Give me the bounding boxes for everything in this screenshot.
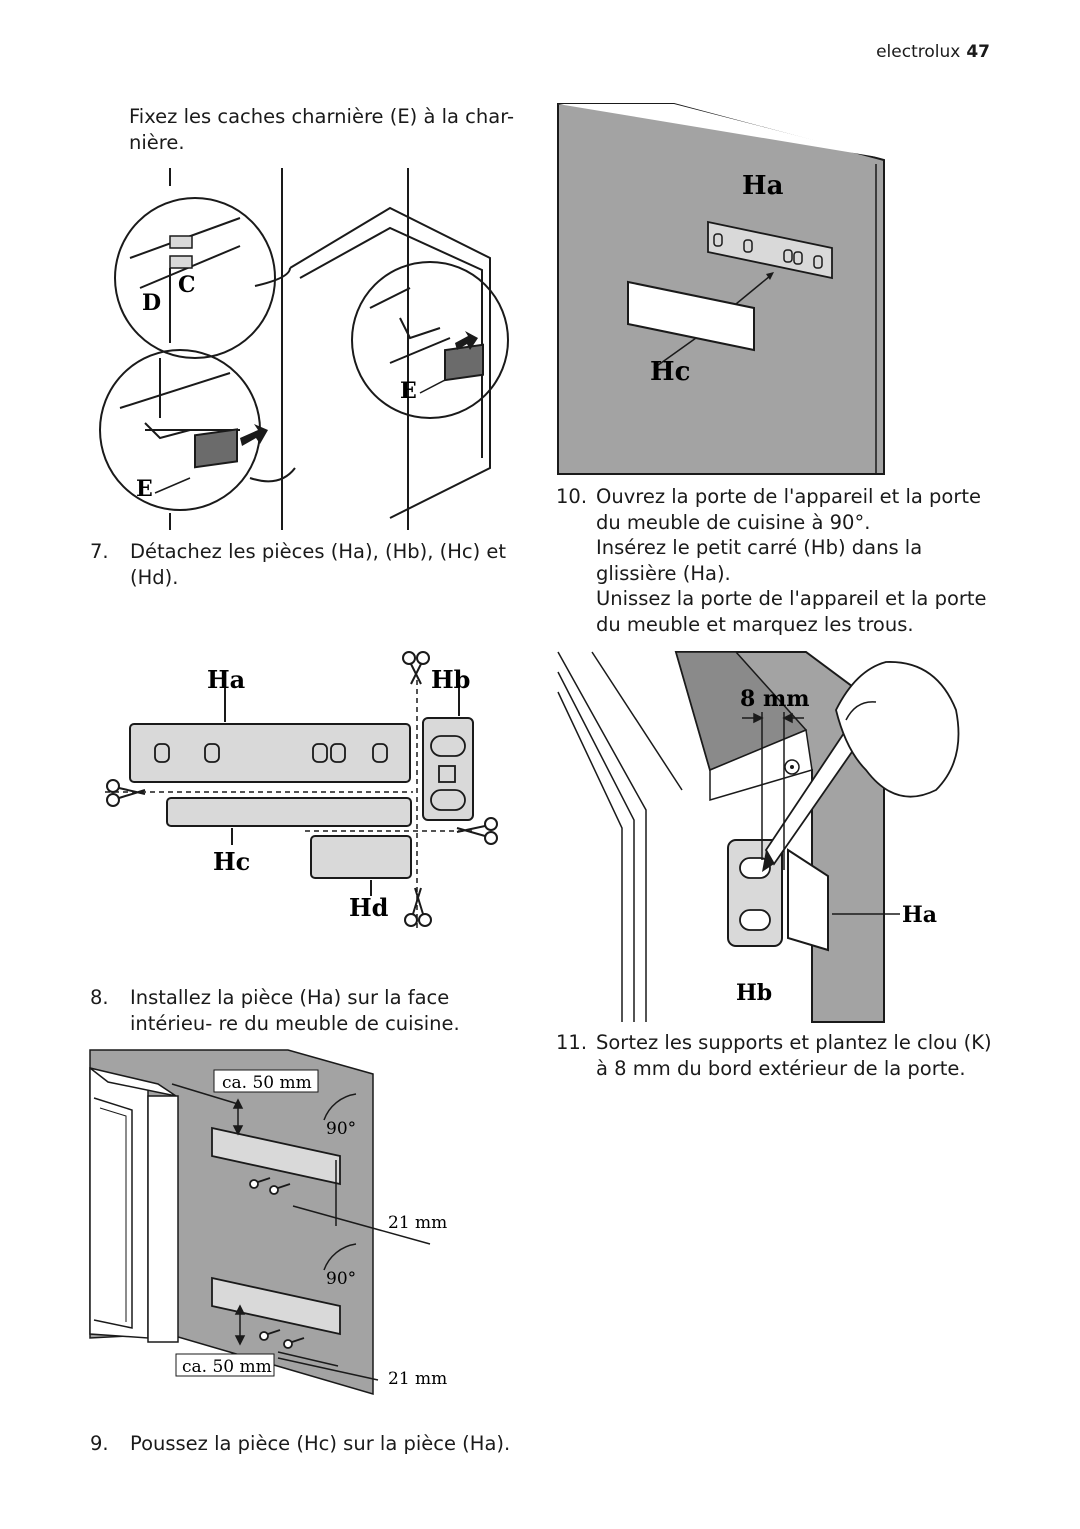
scissors-icon xyxy=(404,887,432,927)
step-10-line-1: Ouvrez la porte de l'appareil et la port… xyxy=(596,485,982,534)
label-hc: Hc xyxy=(213,847,250,876)
brand-name: electrolux xyxy=(876,42,961,62)
marking-figure: 8 mm Ha Hb xyxy=(557,651,960,1023)
step-11-number: 11. xyxy=(556,1031,588,1054)
step-7: 7. Détachez les pièces (Ha), (Hb), (Hc) … xyxy=(90,539,530,590)
step-9-number: 9. xyxy=(90,1432,109,1455)
label-hd: Hd xyxy=(349,893,389,922)
step-10-line-3: Unissez la porte de l'appareil et la por… xyxy=(596,587,987,636)
label-ca-top: ca. 50 mm xyxy=(222,1073,312,1093)
label-c: C xyxy=(178,272,196,298)
step-9: 9. Poussez la pièce (Hc) sur la pièce (H… xyxy=(90,1431,530,1457)
step-11-text: Sortez les supports et plantez le clou (… xyxy=(596,1031,992,1080)
panel-figure: Ha Hc xyxy=(557,103,885,475)
step-9-text: Poussez la pièce (Hc) sur la pièce (Ha). xyxy=(130,1432,511,1455)
step-10-line-2: Insérez le petit carré (Hb) dans la glis… xyxy=(596,536,923,585)
step-10: 10. Ouvrez la porte de l'appareil et la … xyxy=(556,484,996,637)
parts-figure: Ha Hb Hc Hd xyxy=(105,651,498,930)
label-8mm: 8 mm xyxy=(740,686,810,712)
step-8-text: Installez la pièce (Ha) sur la face inté… xyxy=(130,986,460,1035)
step-7-number: 7. xyxy=(90,540,109,563)
label-d: D xyxy=(142,290,161,316)
label-angle-top: 90° xyxy=(326,1119,356,1139)
intro-text: Fixez les caches charnière (E) à la char… xyxy=(129,105,515,154)
label-e-right: E xyxy=(400,378,417,404)
step-11: 11. Sortez les supports et plantez le cl… xyxy=(556,1030,996,1081)
label-hc: Hc xyxy=(650,357,690,387)
label-dim-top: 21 mm xyxy=(388,1213,447,1233)
label-e-left: E xyxy=(136,476,153,502)
label-dim-bottom: 21 mm xyxy=(388,1369,447,1389)
scissors-icon xyxy=(402,651,430,685)
label-ha: Ha xyxy=(207,665,245,694)
step-8-number: 8. xyxy=(90,986,109,1009)
step-10-number: 10. xyxy=(556,485,588,508)
page-number: 47 xyxy=(966,42,990,62)
hinge-cover-figure: C D E E xyxy=(99,168,509,530)
step-7-text: Détachez les pièces (Ha), (Hb), (Hc) et … xyxy=(130,540,507,589)
label-ha: Ha xyxy=(742,171,784,201)
label-ha: Ha xyxy=(902,902,937,928)
label-angle-bottom: 90° xyxy=(326,1269,356,1289)
label-ca-bottom: ca. 50 mm xyxy=(182,1357,272,1377)
label-hb: Hb xyxy=(736,980,772,1006)
installation-figure: ca. 50 mm ca. 50 mm 90° 90° 21 mm 21 mm xyxy=(89,1049,447,1396)
label-hb: Hb xyxy=(431,665,470,694)
scissors-icon xyxy=(456,817,498,845)
step-8: 8. Installez la pièce (Ha) sur la face i… xyxy=(90,985,530,1036)
scissors-icon xyxy=(106,779,146,807)
